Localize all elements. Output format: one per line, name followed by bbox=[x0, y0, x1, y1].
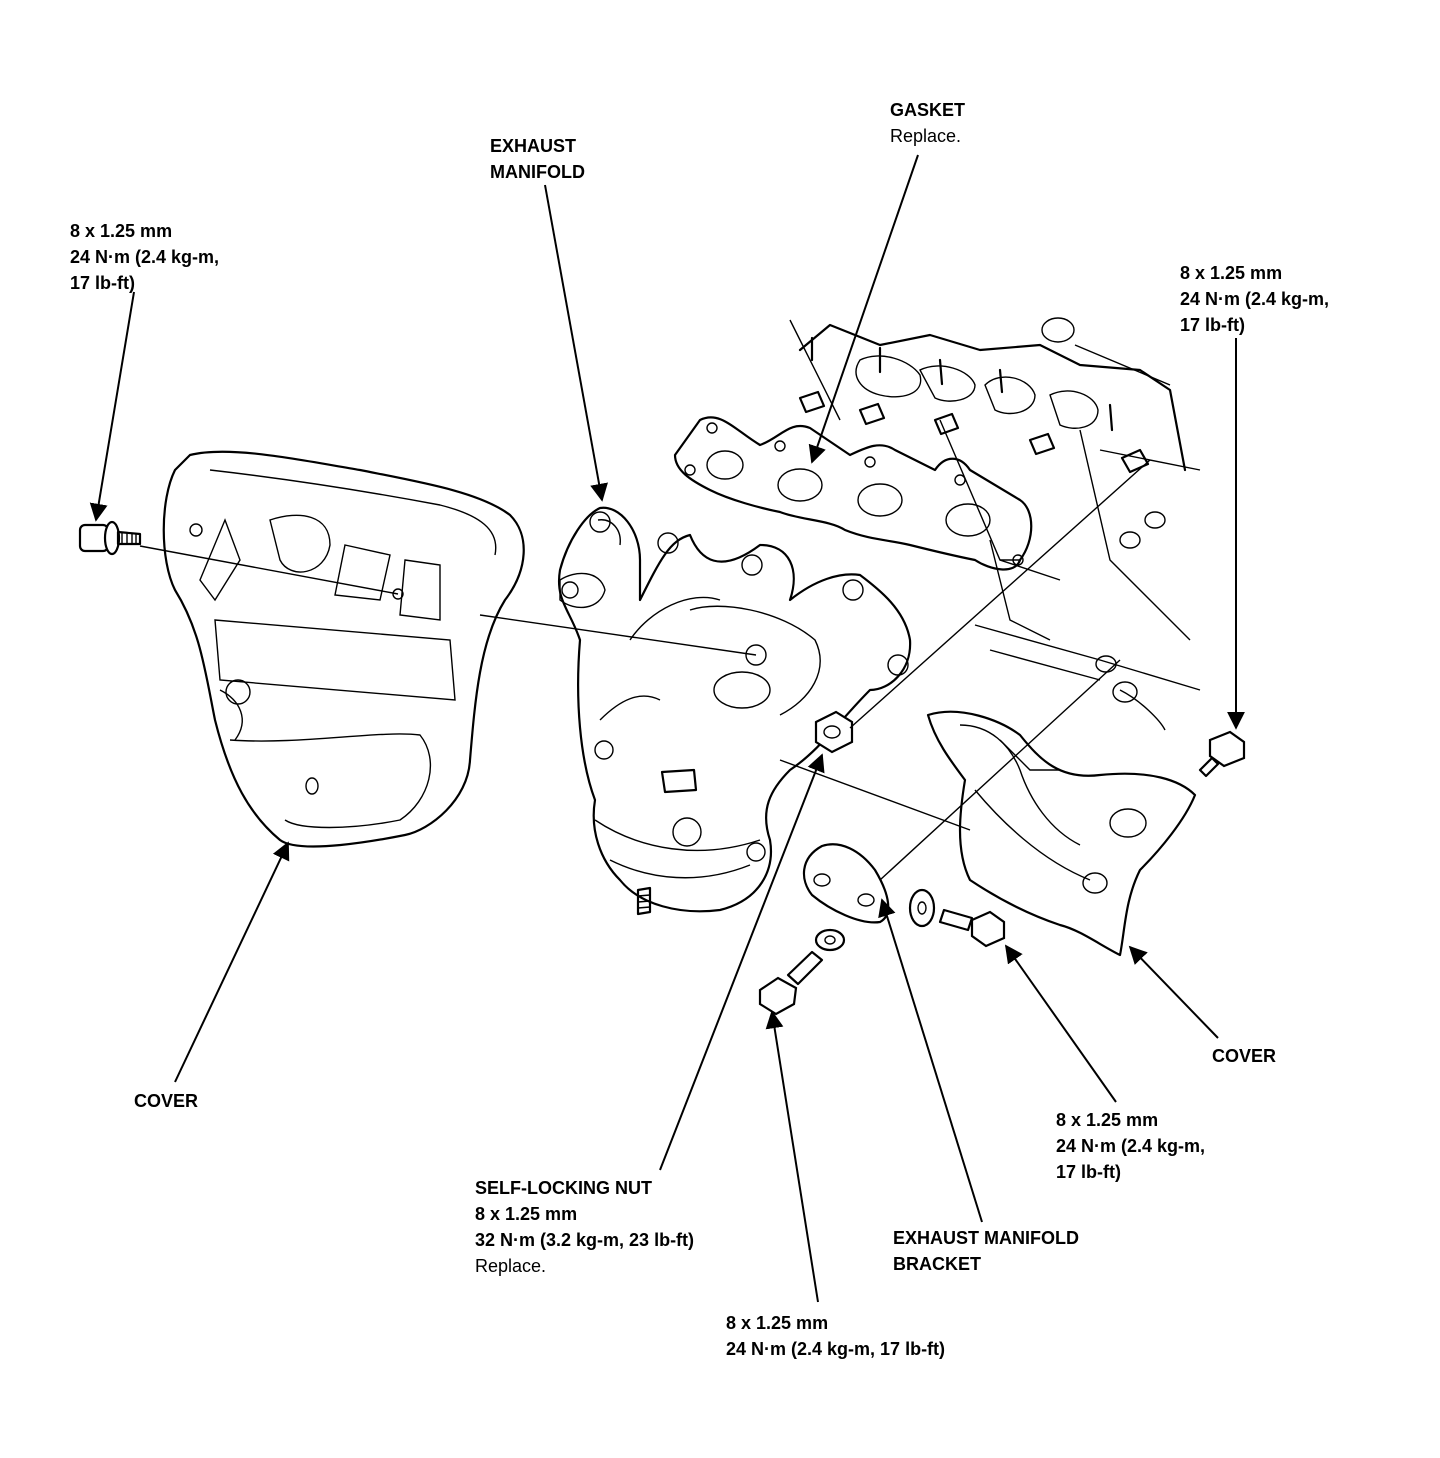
callout-line: 24 N·m (2.4 kg-m, bbox=[70, 247, 220, 267]
callout-line: EXHAUST MANIFOLD bbox=[893, 1228, 1079, 1248]
callout-line: GASKET bbox=[890, 100, 966, 120]
callout-line: SELF-LOCKING NUT bbox=[475, 1178, 652, 1198]
callout-line: 8 x 1.25 mm bbox=[475, 1204, 578, 1224]
callout-line: 24 N·m (2.4 kg-m, bbox=[1056, 1136, 1206, 1156]
leader-arrows bbox=[89, 154, 1245, 1303]
callout-line: BRACKET bbox=[893, 1254, 981, 1274]
callout-right-cover-bolt: 8 x 1.25 mm 24 N·m (2.4 kg-m, 17 lb-ft) bbox=[1180, 260, 1329, 338]
bracket-bolt-bottom bbox=[758, 928, 846, 1016]
callout-line: 8 x 1.25 mm bbox=[726, 1313, 829, 1333]
callout-line: 24 N·m (2.4 kg-m, 17 lb-ft) bbox=[726, 1339, 946, 1359]
callout-line: Replace. bbox=[475, 1256, 547, 1276]
exhaust-manifold-bracket-part bbox=[802, 843, 890, 924]
callout-line: Replace. bbox=[890, 126, 962, 146]
callout-self-locking-nut: SELF-LOCKING NUT 8 x 1.25 mm 32 N·m (3.2… bbox=[475, 1175, 694, 1279]
callout-exhaust-manifold: EXHAUST MANIFOLD bbox=[490, 133, 585, 185]
callout-left-cover: COVER bbox=[134, 1088, 198, 1114]
callout-right-cover: COVER bbox=[1212, 1043, 1276, 1069]
callout-line: 17 lb-ft) bbox=[70, 273, 135, 293]
callout-line: COVER bbox=[1212, 1046, 1277, 1066]
callout-line: 8 x 1.25 mm bbox=[1056, 1110, 1159, 1130]
callout-line: 32 N·m (3.2 kg-m, 23 lb-ft) bbox=[475, 1230, 695, 1250]
bracket-bolt-right bbox=[908, 888, 1006, 948]
callout-bracket-bolt-bottom: 8 x 1.25 mm 24 N·m (2.4 kg-m, 17 lb-ft) bbox=[726, 1310, 945, 1362]
callout-bracket-bolt-right: 8 x 1.25 mm 24 N·m (2.4 kg-m, 17 lb-ft) bbox=[1056, 1107, 1205, 1185]
callout-line: 8 x 1.25 mm bbox=[1180, 263, 1283, 283]
right-heat-cover bbox=[926, 710, 1197, 957]
callout-line: COVER bbox=[134, 1091, 199, 1111]
cylinder-head bbox=[789, 317, 1201, 731]
left-cover-bolt bbox=[78, 520, 142, 556]
callout-line: 24 N·m (2.4 kg-m, bbox=[1180, 289, 1330, 309]
callout-exhaust-manifold-bracket: EXHAUST MANIFOLD BRACKET bbox=[893, 1225, 1079, 1277]
callout-line: 17 lb-ft) bbox=[1056, 1162, 1121, 1182]
callout-line: EXHAUST bbox=[490, 136, 577, 156]
callout-line: MANIFOLD bbox=[490, 162, 585, 182]
callout-line: 8 x 1.25 mm bbox=[70, 221, 173, 241]
callout-gasket: GASKET Replace. bbox=[890, 97, 965, 149]
right-cover-bolt bbox=[1198, 730, 1246, 778]
left-heat-cover bbox=[162, 450, 525, 848]
self-locking-nut-part bbox=[814, 710, 854, 754]
gasket-part bbox=[673, 416, 1033, 571]
callout-left-cover-bolt: 8 x 1.25 mm 24 N·m (2.4 kg-m, 17 lb-ft) bbox=[70, 218, 219, 296]
callout-line: 17 lb-ft) bbox=[1180, 315, 1245, 335]
